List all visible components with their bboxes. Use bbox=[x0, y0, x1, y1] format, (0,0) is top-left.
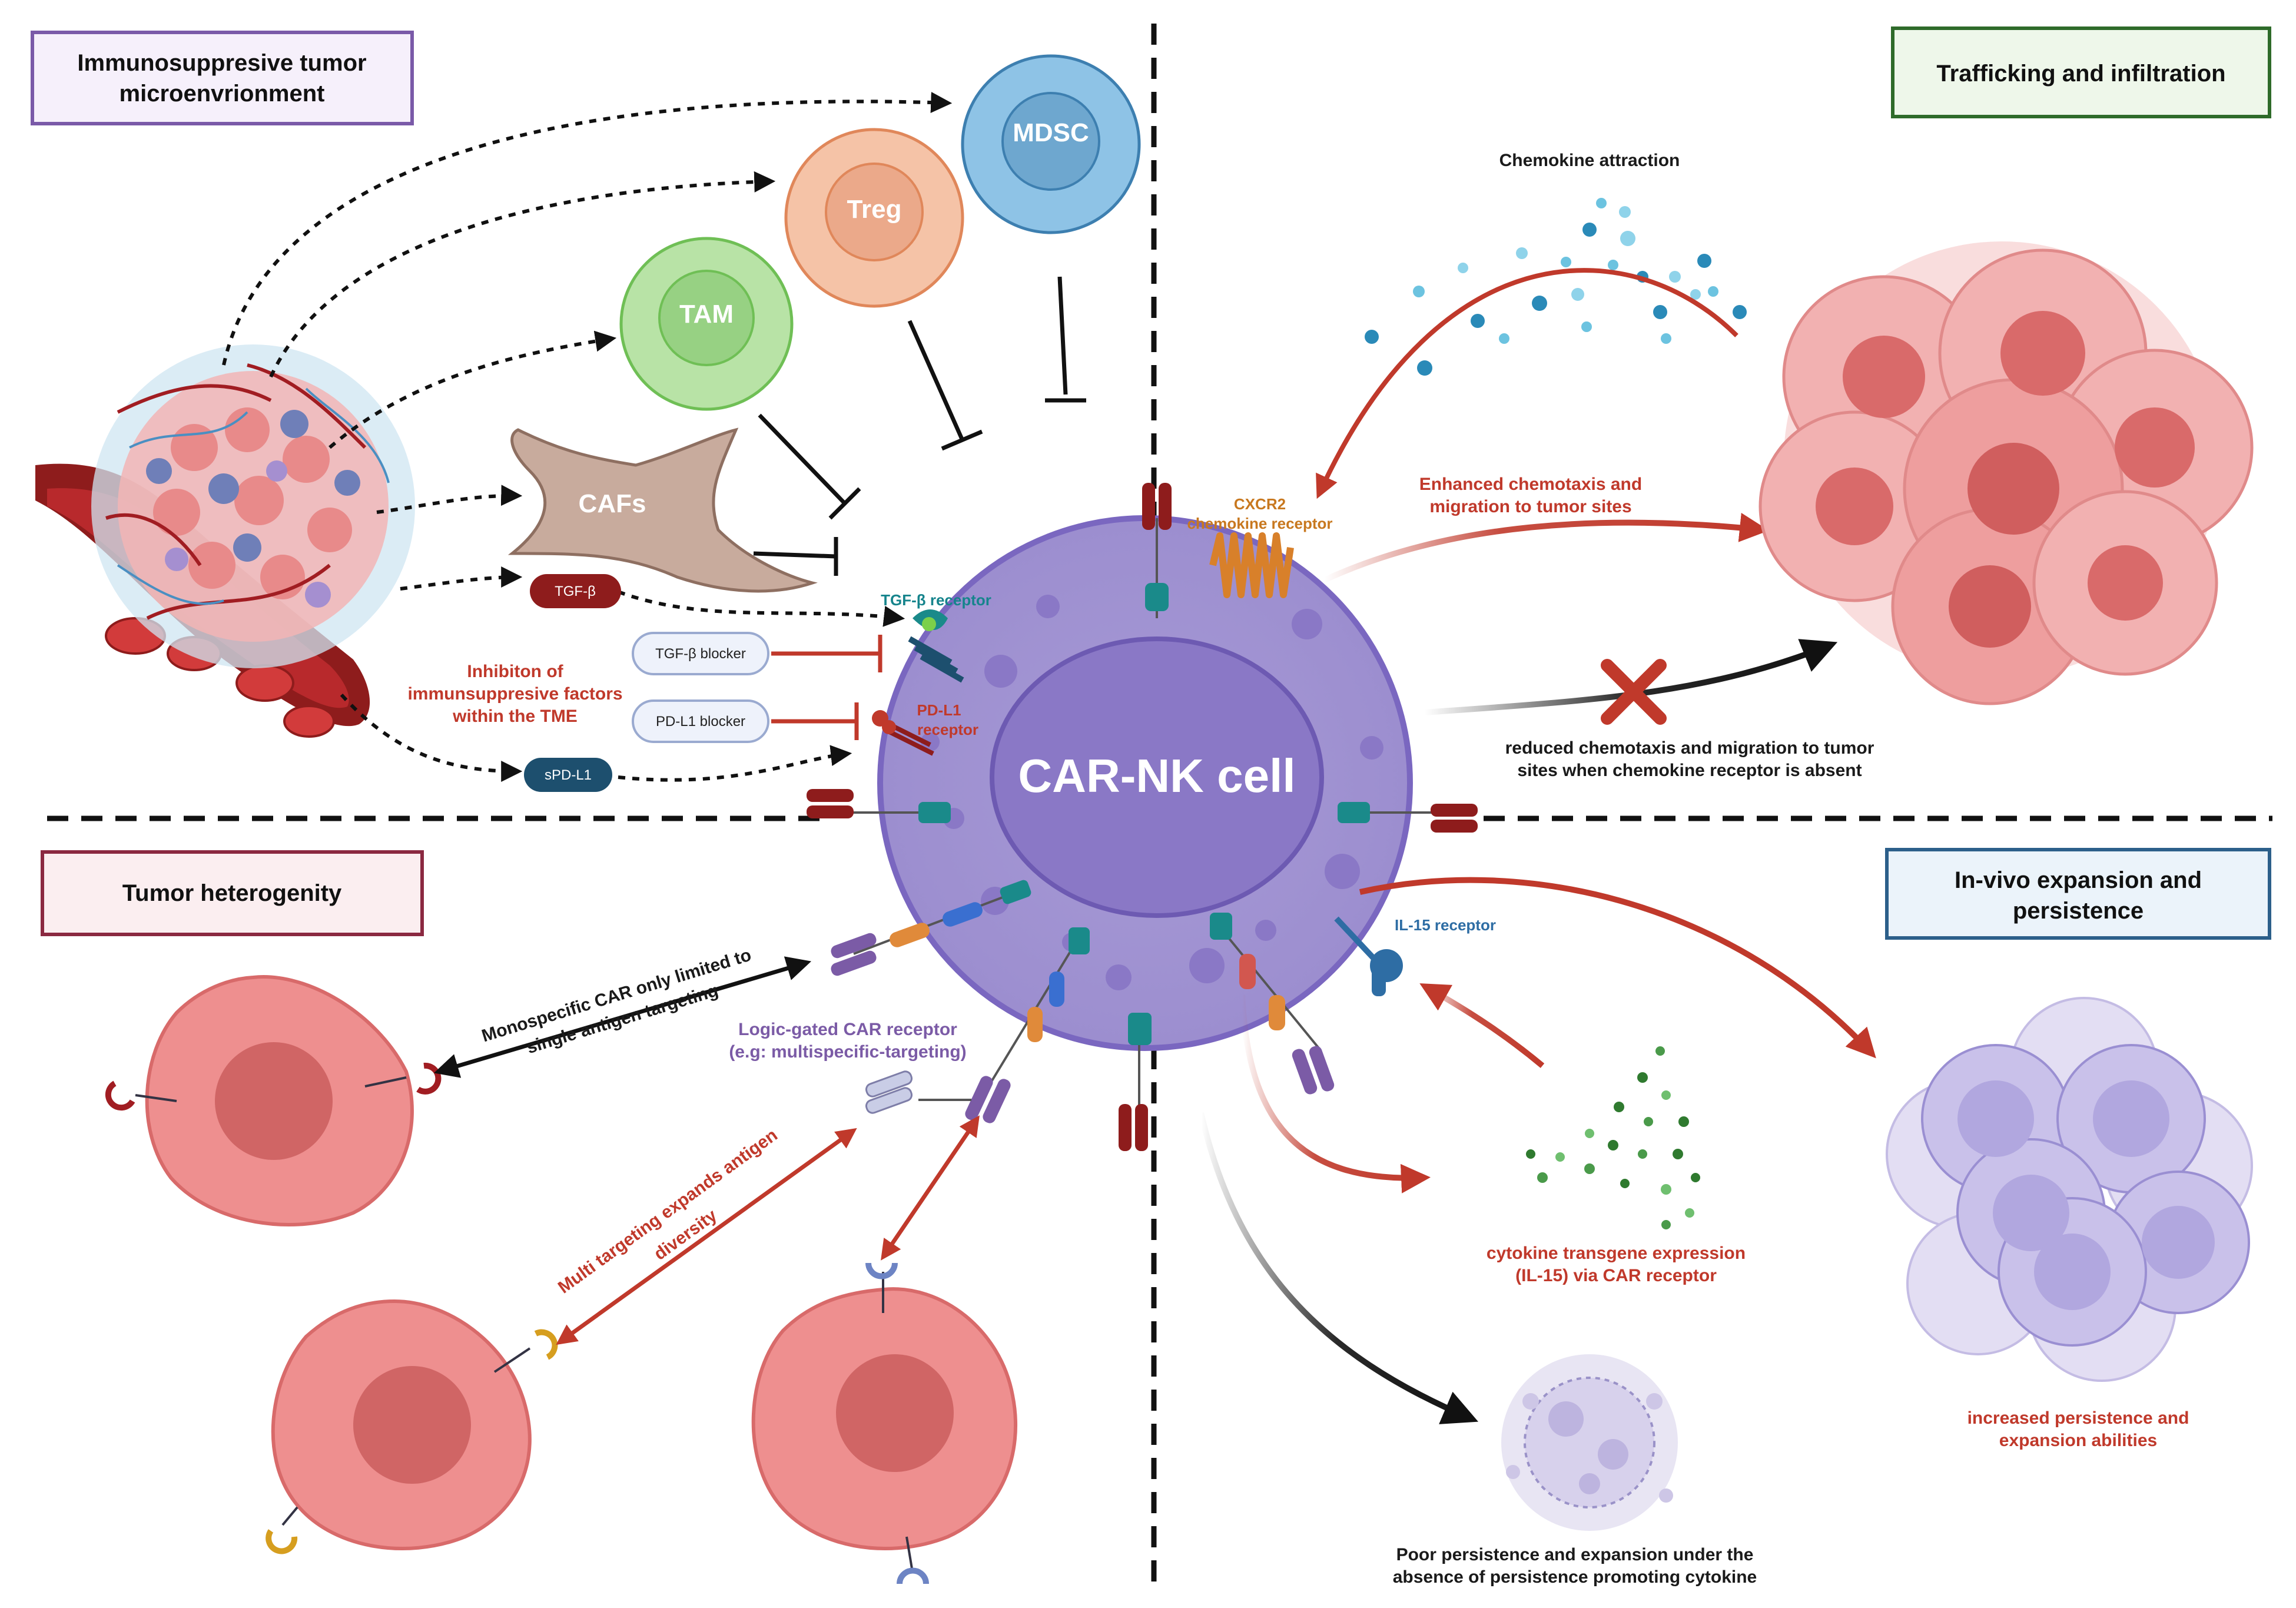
multi-targeting-arrow-2 bbox=[881, 1115, 980, 1261]
pd-l1-receptor-label-2: receptor bbox=[917, 721, 978, 738]
cytokine-expression-arrow bbox=[1239, 994, 1431, 1193]
il15-receptor-label: IL-15 receptor bbox=[1395, 916, 1496, 934]
caf-cell: CAFs bbox=[507, 427, 818, 593]
svg-text:Inhibiton of: Inhibiton of bbox=[467, 662, 563, 681]
inhibition-label: Inhibiton of immunsuppresive factors wit… bbox=[407, 662, 622, 726]
enhanced-label-1: Enhanced chemotaxis and bbox=[1419, 475, 1642, 494]
increased-label-2: expansion abilities bbox=[1999, 1431, 2157, 1450]
svg-text:Tumor heterogenity: Tumor heterogenity bbox=[122, 880, 342, 906]
cytokine-dots bbox=[1526, 1046, 1700, 1229]
svg-text:Immunosuppresive tumor: Immunosuppresive tumor bbox=[77, 50, 366, 76]
cytokine-label-1: cytokine transgene expression bbox=[1487, 1244, 1746, 1263]
tumor-cluster bbox=[1759, 241, 2254, 705]
logic-gated-label-2: (e.g: multispecific-targeting) bbox=[729, 1042, 966, 1062]
svg-text:TAM: TAM bbox=[679, 300, 734, 329]
poor-persistence-arrow bbox=[1198, 1112, 1479, 1424]
svg-text:CAFs: CAFs bbox=[579, 489, 646, 518]
chemokine-dots bbox=[1365, 198, 1747, 376]
svg-text:PD-L1 blocker: PD-L1 blocker bbox=[656, 714, 745, 730]
cxcr2-receptor bbox=[1209, 532, 1294, 598]
trafficking-panel-title: Trafficking and infiltration bbox=[1891, 26, 2271, 118]
tgf-beta-blocker: TGF-β blocker bbox=[632, 632, 769, 675]
car-nk-label: CAR-NK cell bbox=[1018, 750, 1295, 802]
inhibition-lines bbox=[753, 276, 1086, 576]
svg-text:TGF-β: TGF-β bbox=[555, 583, 596, 599]
pd-l1-blocker: PD-L1 blocker bbox=[632, 699, 769, 743]
cxcr2-label-2: chemokine receptor bbox=[1187, 515, 1332, 532]
tumor-cell-3 bbox=[751, 1262, 1018, 1584]
monospecific-arrow bbox=[433, 956, 812, 1078]
treg-cell: Treg bbox=[784, 128, 964, 308]
svg-text:microenvrionment: microenvrionment bbox=[120, 81, 325, 107]
increased-label-1: increased persistence and bbox=[1967, 1408, 2189, 1428]
blocked-x-icon bbox=[1601, 659, 1667, 725]
logic-gated-label-1: Logic-gated CAR receptor bbox=[738, 1020, 957, 1039]
pd-l1-receptor-label-1: PD-L1 bbox=[917, 701, 961, 719]
car-nk-cell: CAR-NK cell bbox=[877, 515, 1413, 1051]
expansion-arrow bbox=[1359, 877, 1876, 1059]
blocker-inhibition-lines bbox=[771, 635, 882, 740]
tam-cell: TAM bbox=[619, 237, 794, 411]
svg-text:Trafficking and infiltration: Trafficking and infiltration bbox=[1936, 61, 2225, 87]
svg-text:immunsuppresive factors: immunsuppresive factors bbox=[407, 684, 622, 704]
tumor-vessel-illustration bbox=[35, 344, 415, 738]
reduced-label-1: reduced chemotaxis and migration to tumo… bbox=[1505, 738, 1874, 758]
reduced-label-2: sites when chemokine receptor is absent bbox=[1517, 761, 1862, 780]
svg-text:MDSC: MDSC bbox=[1013, 118, 1089, 147]
svg-text:Treg: Treg bbox=[847, 195, 902, 224]
enhanced-label-2: migration to tumor sites bbox=[1429, 497, 1631, 516]
tgf-beta-receptor-label: TGF-β receptor bbox=[881, 591, 991, 609]
tme-dashed-arrows bbox=[222, 92, 953, 782]
enhanced-arrow bbox=[1323, 513, 1769, 583]
heterogeneity-panel-title: Tumor heterogenity bbox=[41, 850, 424, 936]
mdsc-cell: MDSC bbox=[961, 54, 1141, 234]
tumor-cell-2 bbox=[266, 1299, 558, 1554]
apoptotic-cell bbox=[1501, 1354, 1678, 1531]
poor-persistence-label-2: absence of persistence promoting cytokin… bbox=[1393, 1567, 1757, 1587]
svg-text:persistence: persistence bbox=[2013, 898, 2144, 924]
svg-text:sPD-L1: sPD-L1 bbox=[545, 767, 592, 783]
svg-text:within the TME: within the TME bbox=[452, 707, 578, 726]
nk-cell-cluster bbox=[1886, 997, 2253, 1382]
poor-persistence-label-1: Poor persistence and expansion under the bbox=[1396, 1545, 1754, 1564]
multi-targeting-arrow-1 bbox=[556, 1128, 857, 1345]
chemokine-attraction-label: Chemokine attraction bbox=[1499, 151, 1680, 170]
cxcr2-label-1: CXCR2 bbox=[1234, 495, 1286, 513]
svg-text:TGF-β blocker: TGF-β blocker bbox=[655, 646, 746, 662]
tme-panel-title: Immunosuppresive tumor microenvrionment bbox=[31, 31, 414, 125]
spd-l1-factor: sPD-L1 bbox=[524, 758, 612, 792]
cytokine-label-2: (IL-15) via CAR receptor bbox=[1515, 1266, 1717, 1285]
svg-text:In-vivo expansion and: In-vivo expansion and bbox=[1955, 867, 2202, 893]
car-receptors bbox=[807, 483, 1478, 1151]
multi-targeting-label-1: Multi targeting expands antigen bbox=[555, 1125, 781, 1297]
expansion-panel-title: In-vivo expansion and persistence bbox=[1885, 848, 2271, 940]
tumor-cell-1 bbox=[105, 975, 442, 1226]
tgf-beta-factor: TGF-β bbox=[530, 574, 621, 608]
chemokine-arrow bbox=[1316, 268, 1738, 499]
il15-arrow bbox=[1419, 983, 1545, 1068]
